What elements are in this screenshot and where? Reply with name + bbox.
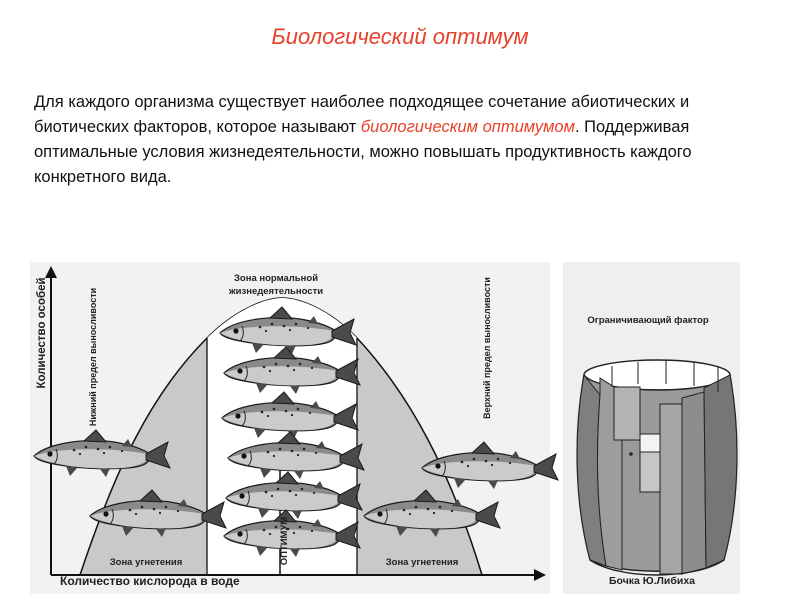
paragraph-text-start: Для каждого организма существует наиболе… bbox=[34, 93, 690, 136]
x-axis-label: Количество кислорода в воде bbox=[60, 574, 240, 588]
normal-zone-label-line-2: жизнедеятельности bbox=[228, 286, 323, 297]
lower-limit-label: Нижний предел выносливости bbox=[88, 288, 98, 426]
liebig-barrel bbox=[576, 359, 738, 576]
limiting-factor-label: Ограничивающий фактор bbox=[587, 315, 708, 326]
upper-limit-label: Верхний предел выносливости bbox=[482, 277, 492, 419]
slide-title: Биологический оптимум bbox=[271, 24, 529, 49]
barrel-caption: Бочка Ю.Либиха bbox=[609, 575, 695, 587]
suppression-zone-right-label: Зона угнетения bbox=[386, 557, 459, 568]
intro-paragraph: Для каждого организма существует наиболе… bbox=[34, 90, 769, 190]
paragraph-text-end: . Поддерживая оптимальные условия жизнед… bbox=[34, 118, 692, 186]
y-axis-label: Количество особей bbox=[36, 277, 48, 388]
suppression-zone-left-label: Зона угнетения bbox=[110, 557, 183, 568]
paragraph-highlight: биологическим оптимумом bbox=[360, 118, 575, 136]
optimum-label: ОПТИМУМ bbox=[279, 517, 290, 566]
normal-zone-label-line-1: Зона нормальной bbox=[234, 273, 318, 284]
